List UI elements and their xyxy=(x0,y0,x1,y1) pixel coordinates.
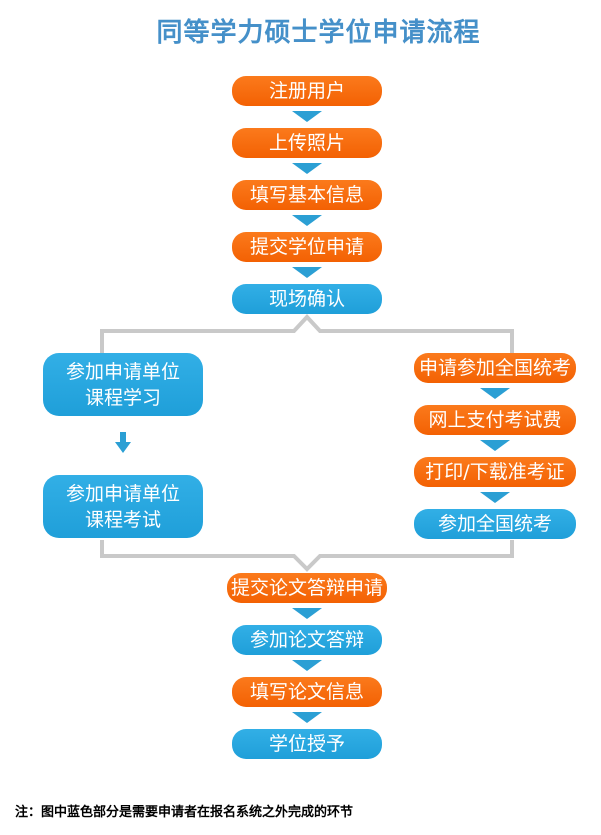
down-arrow-icon xyxy=(292,660,322,671)
down-arrow-icon xyxy=(292,111,322,122)
merge-connector xyxy=(100,540,514,572)
down-arrow-icon xyxy=(292,267,322,278)
down-arrow-icon xyxy=(292,608,322,619)
flow-step-print-admission-ticket: 打印/下载准考证 xyxy=(414,457,576,487)
flow-step-attend-thesis-defense: 参加论文答辩 xyxy=(232,625,382,655)
flow-step-pay-exam-fee: 网上支付考试费 xyxy=(414,405,576,435)
down-arrow-icon xyxy=(480,492,510,503)
flow-step-upload-photo: 上传照片 xyxy=(232,128,382,158)
down-arrow-icon xyxy=(115,432,131,453)
footnote: 注：图中蓝色部分是需要申请者在报名系统之外完成的环节 xyxy=(15,805,354,820)
down-arrow-icon xyxy=(292,163,322,174)
flow-step-course-study: 参加申请单位 课程学习 xyxy=(43,353,203,416)
down-arrow-icon xyxy=(292,215,322,226)
flow-step-submit-defense-application: 提交论文答辩申请 xyxy=(227,573,387,603)
split-connector xyxy=(100,314,514,353)
flow-step-submit-degree-application: 提交学位申请 xyxy=(232,232,382,262)
flow-step-fill-thesis-info: 填写论文信息 xyxy=(232,677,382,707)
down-arrow-icon xyxy=(480,440,510,451)
flow-step-apply-national-exam: 申请参加全国统考 xyxy=(414,353,576,383)
down-arrow-icon xyxy=(480,388,510,399)
flow-step-fill-basic-info: 填写基本信息 xyxy=(232,180,382,210)
flow-step-take-national-exam: 参加全国统考 xyxy=(414,509,576,539)
flow-step-onsite-confirmation: 现场确认 xyxy=(232,284,382,314)
flow-step-degree-conferral: 学位授予 xyxy=(232,729,382,759)
flow-step-register-user: 注册用户 xyxy=(232,76,382,106)
down-arrow-icon xyxy=(292,712,322,723)
flow-step-course-exam: 参加申请单位 课程考试 xyxy=(43,475,203,538)
page-title: 同等学力硕士学位申请流程 xyxy=(156,18,481,48)
